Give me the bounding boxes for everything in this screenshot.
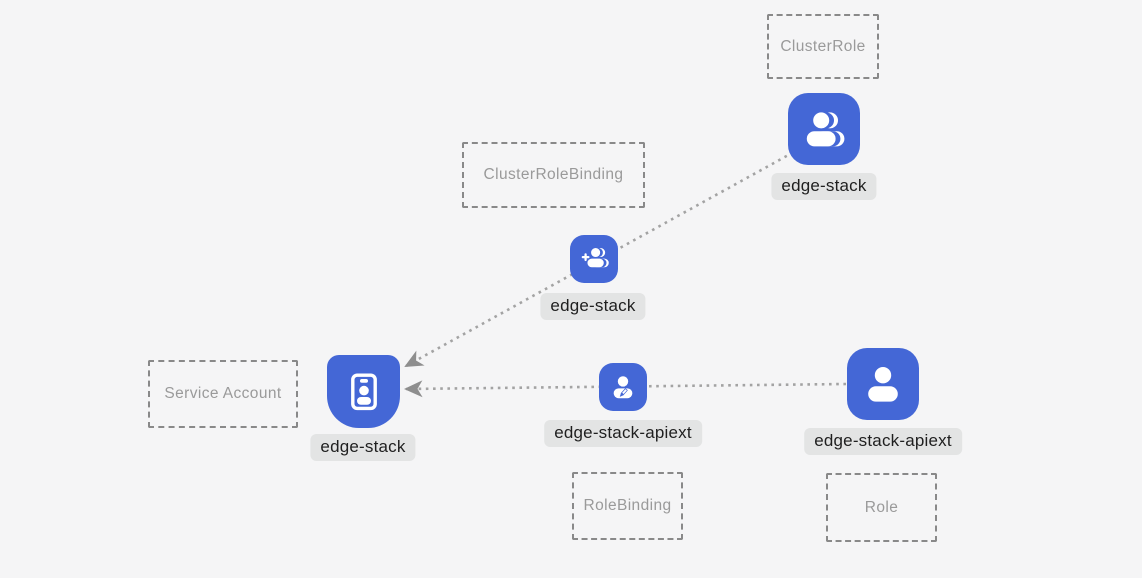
role-binding-node[interactable] (599, 363, 647, 411)
cluster-role-name-chip: edge-stack (771, 173, 877, 200)
users-group-icon (800, 105, 848, 153)
role-binding-name: edge-stack-apiext (554, 423, 692, 442)
cluster-role-kind-label: ClusterRole (780, 37, 866, 55)
role-kind-label: Role (864, 498, 899, 516)
service-account-kind-box: Service Account (148, 360, 298, 428)
service-account-kind-label: Service Account (164, 385, 282, 402)
role-binding-kind-label: RoleBinding (583, 497, 672, 514)
cluster-role-binding-name-chip: edge-stack (540, 293, 646, 320)
cluster-role-node[interactable] (788, 93, 860, 165)
cluster-role-name: edge-stack (781, 176, 867, 195)
role-name: edge-stack-apiext (814, 431, 952, 450)
role-binding-kind-box: RoleBinding (572, 472, 683, 540)
user-icon (859, 360, 907, 408)
id-badge-icon (340, 368, 388, 416)
role-name-chip: edge-stack-apiext (804, 428, 962, 455)
role-kind-box: Role (826, 473, 937, 542)
service-account-node[interactable] (327, 355, 400, 428)
cluster-role-binding-node[interactable] (570, 235, 618, 283)
user-add-icon (578, 243, 610, 275)
cluster-role-binding-name: edge-stack (550, 296, 636, 315)
user-edit-icon (607, 371, 639, 403)
cluster-role-kind-box: ClusterRole (767, 14, 879, 79)
cluster-role-binding-kind-box: ClusterRoleBinding (462, 142, 645, 208)
cluster-role-binding-kind-label: ClusterRoleBinding (483, 166, 624, 183)
role-node[interactable] (847, 348, 919, 420)
service-account-name: edge-stack (320, 437, 406, 456)
service-account-name-chip: edge-stack (310, 434, 416, 461)
role-binding-name-chip: edge-stack-apiext (544, 420, 702, 447)
